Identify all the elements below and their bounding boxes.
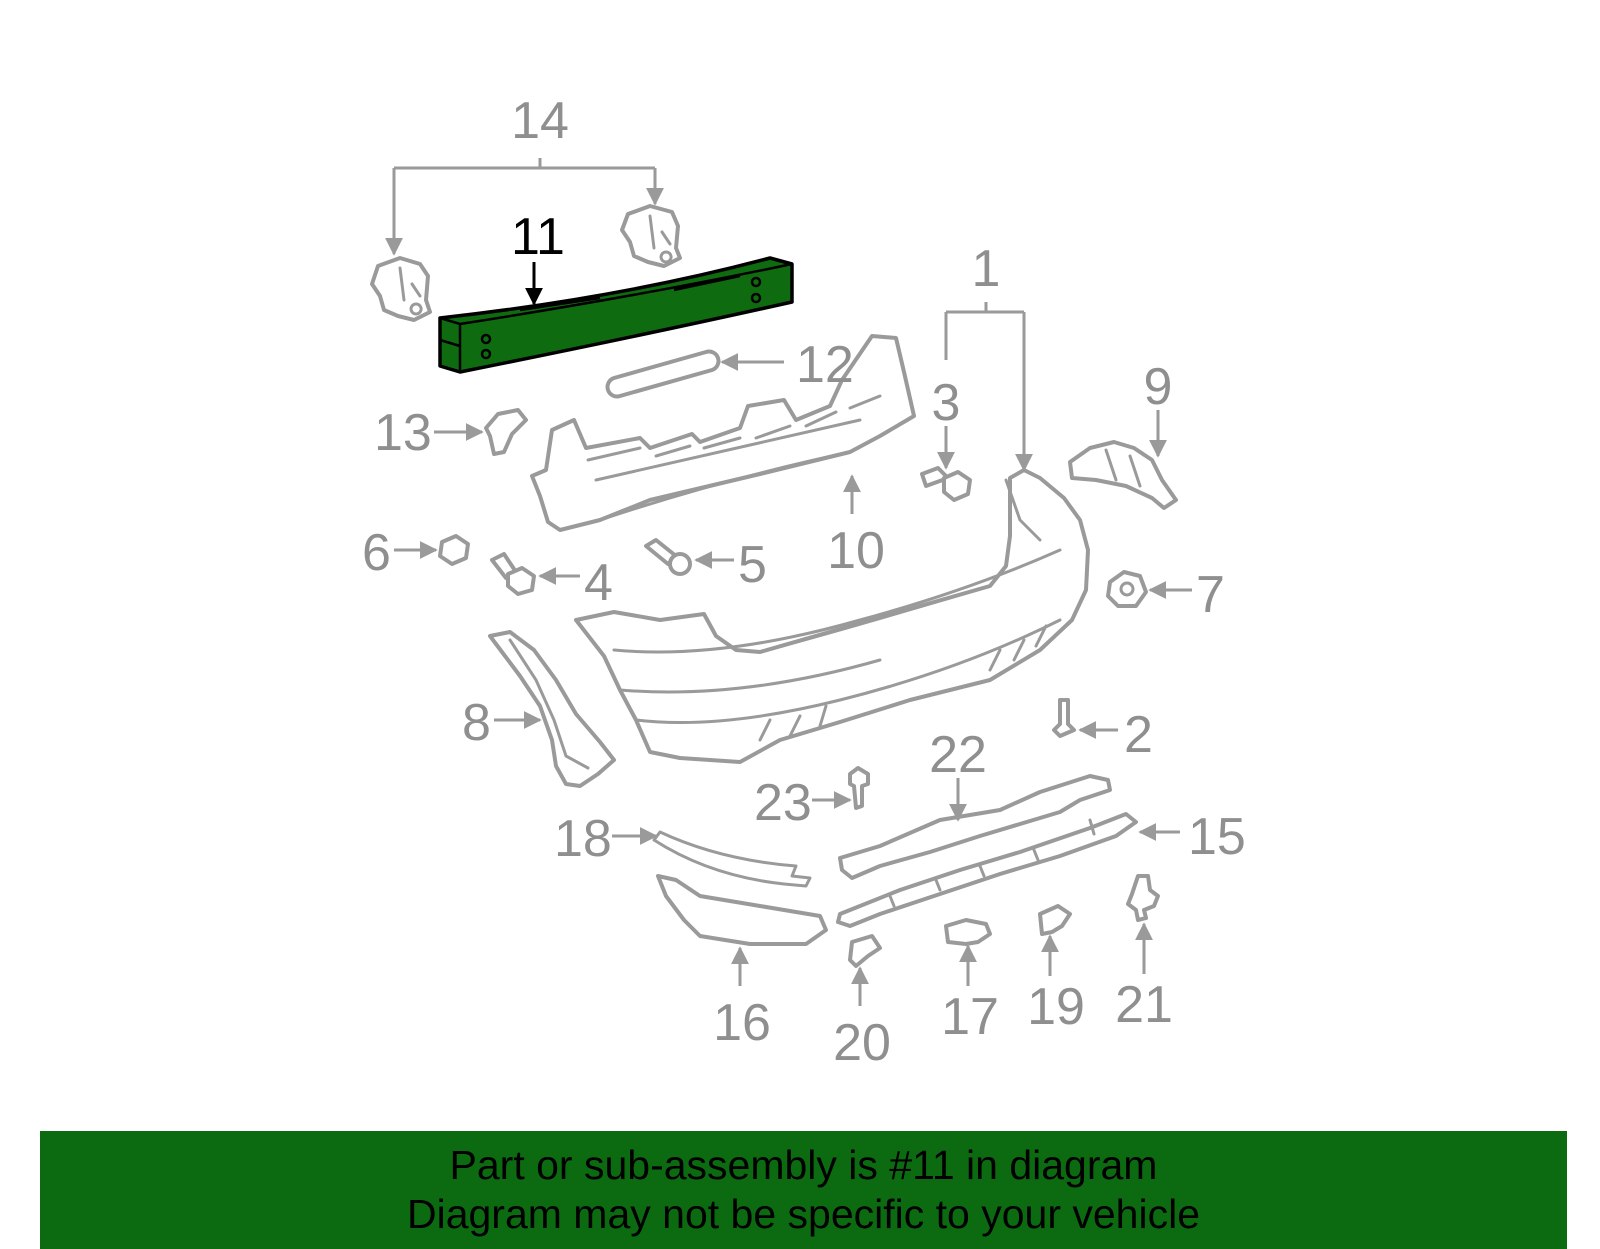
callout-6: 6 <box>362 524 391 582</box>
part-9-bracket <box>1068 440 1178 510</box>
callout-22: 22 <box>929 726 987 784</box>
callout-16: 16 <box>713 994 771 1052</box>
banner-line-2: Diagram may not be specific to your vehi… <box>406 1191 1200 1237</box>
callout-5: 5 <box>738 536 767 594</box>
callout-8: 8 <box>462 694 491 752</box>
callout-21: 21 <box>1115 976 1173 1034</box>
leader-lines <box>385 158 1192 1006</box>
part-21-push-pin <box>1126 874 1160 922</box>
callout-20: 20 <box>833 1014 891 1072</box>
part-14-right-bracket <box>620 204 682 268</box>
callout-12: 12 <box>796 336 854 394</box>
callout-labels: 14 11 1 12 9 3 13 10 6 5 4 7 8 2 22 23 1… <box>362 92 1246 1072</box>
callout-7: 7 <box>1196 566 1225 624</box>
part-17-clip <box>944 918 992 946</box>
callout-9: 9 <box>1144 358 1173 416</box>
callout-14: 14 <box>511 92 569 150</box>
callout-1: 1 <box>972 240 1001 298</box>
callout-23: 23 <box>754 774 812 832</box>
part-20-clip <box>848 934 882 968</box>
info-banner: Part or sub-assembly is #11 in diagram D… <box>40 1131 1567 1249</box>
callout-19: 19 <box>1027 978 1085 1036</box>
callout-11: 11 <box>511 208 565 266</box>
part-16-reflector <box>656 874 828 946</box>
callout-15: 15 <box>1188 808 1246 866</box>
part-13-clip <box>484 408 528 456</box>
part-15-lower-trim <box>836 812 1138 928</box>
callout-4: 4 <box>584 554 613 612</box>
part-12-rod <box>605 349 721 399</box>
part-2-pin <box>1052 698 1076 738</box>
part-22-reinforcement <box>838 774 1112 880</box>
callout-3: 3 <box>932 374 961 432</box>
part-7-nut <box>1106 570 1148 608</box>
part-18-strip <box>652 830 812 888</box>
parts-diagram: 14 11 1 12 9 3 13 10 6 5 4 7 8 2 22 23 1… <box>362 92 1246 1072</box>
part-6-nut <box>438 534 470 566</box>
banner-line-1: Part or sub-assembly is #11 in diagram <box>449 1142 1158 1188</box>
part-4-bolt <box>490 552 536 596</box>
callout-10: 10 <box>827 522 885 580</box>
part-23-bolt <box>848 766 870 810</box>
callout-18: 18 <box>554 810 612 868</box>
part-11-reinforcement-bar <box>438 256 794 374</box>
part-5-bolt <box>644 538 692 576</box>
part-8-retainer <box>488 630 616 788</box>
callout-2: 2 <box>1124 706 1153 764</box>
part-10-absorber <box>530 334 916 532</box>
part-3-bolt <box>920 466 972 502</box>
part-14-left-bracket <box>370 256 432 322</box>
part-19-clip <box>1038 904 1072 936</box>
part-1-bumper-cover <box>574 468 1090 764</box>
callout-17: 17 <box>941 988 999 1046</box>
callout-13: 13 <box>374 404 432 462</box>
